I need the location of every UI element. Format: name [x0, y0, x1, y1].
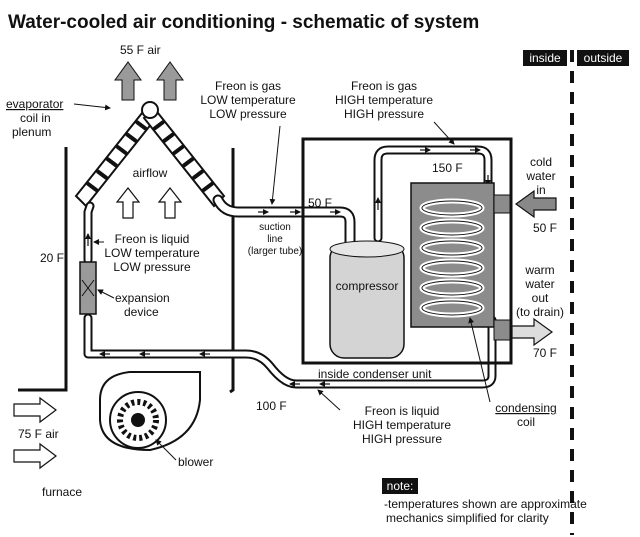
airflow-label: airflow: [133, 166, 168, 180]
cold-water-label: cold water in: [525, 155, 555, 197]
blower-label: blower: [178, 455, 213, 469]
evaporator-coil: [74, 101, 226, 208]
condenser-coil-outline: [421, 280, 483, 296]
note-heading: note:: [387, 479, 414, 493]
evaporator-fin: [192, 169, 204, 180]
svg-text:Freon is liquid: Freon is liquid: [115, 232, 190, 246]
svg-text:expansion: expansion: [115, 291, 170, 305]
intake-air-temp: 75 F air: [18, 427, 59, 441]
temp-100f: 100 F: [256, 399, 287, 413]
svg-text:in: in: [536, 183, 545, 197]
gas-low-label: Freon is gas LOW temperature LOW pressur…: [200, 79, 296, 121]
note-box: note: -temperatures shown are approximat…: [382, 478, 587, 525]
temp-20f: 20 F: [40, 251, 64, 265]
warm-water-label: warm water out (to drain): [516, 263, 564, 319]
svg-text:water: water: [525, 169, 555, 183]
evaporator-fin: [201, 181, 214, 192]
water-arrows: [511, 189, 557, 347]
temp-50f-line: 50 F: [308, 196, 332, 210]
expansion-device: [79, 261, 97, 315]
evaporator-fin: [182, 157, 195, 168]
condenser-unit-housing: [301, 137, 513, 365]
airflow-arrows: [115, 187, 183, 219]
note-line-1: -temperatures shown are approximate: [384, 497, 587, 511]
svg-text:HIGH temperature: HIGH temperature: [335, 93, 433, 107]
condenser-coil-outline: [421, 300, 483, 316]
svg-text:condensing: condensing: [495, 401, 556, 415]
inside-outside-marker: inside outside: [523, 50, 629, 535]
evaporator-fin: [172, 144, 185, 155]
svg-text:warm: warm: [524, 263, 554, 277]
condenser-coil-outline: [421, 240, 483, 256]
compressor: compressor: [329, 240, 405, 359]
gas-high-label: Freon is gas HIGH temperature HIGH press…: [335, 79, 433, 121]
evaporator-fin: [152, 120, 165, 131]
condenser-coil-outline: [421, 200, 483, 216]
svg-text:LOW temperature: LOW temperature: [104, 246, 200, 260]
svg-text:line: line: [267, 234, 283, 245]
cool-air-arrows: [114, 61, 184, 101]
svg-text:water: water: [524, 277, 554, 291]
expansion-label: expansion device: [115, 291, 170, 319]
temp-50f-water: 50 F: [533, 221, 557, 235]
condenser-coil-outline: [421, 220, 483, 236]
evaporator-fin: [105, 157, 118, 168]
svg-text:(to drain): (to drain): [516, 305, 564, 319]
svg-text:LOW temperature: LOW temperature: [200, 93, 296, 107]
svg-text:HIGH pressure: HIGH pressure: [344, 107, 424, 121]
svg-text:HIGH pressure: HIGH pressure: [362, 432, 442, 446]
evaporator-fin: [162, 132, 175, 143]
liquid-high-label: Freon is liquid HIGH temperature HIGH pr…: [353, 404, 451, 446]
blower: [99, 371, 201, 452]
condensing-coil-label: condensing coil: [495, 401, 556, 429]
svg-text:out: out: [532, 291, 549, 305]
plenum-walls: [18, 147, 235, 394]
inside-badge: inside: [529, 51, 561, 65]
svg-text:(larger tube): (larger tube): [248, 246, 302, 257]
condenser-unit-label: inside condenser unit: [318, 367, 432, 381]
furnace-label: furnace: [42, 485, 82, 499]
evaporator-label-3: plenum: [12, 125, 51, 139]
flow-arrows: [85, 147, 491, 387]
svg-text:HIGH temperature: HIGH temperature: [353, 418, 451, 432]
evaporator-fin: [96, 169, 108, 180]
svg-text:device: device: [124, 305, 159, 319]
condenser-water-tank: [410, 182, 511, 341]
note-line-2: mechanics simplified for clarity: [386, 511, 549, 525]
svg-text:Freon is gas: Freon is gas: [351, 79, 417, 93]
temp-70f: 70 F: [533, 346, 557, 360]
evaporator-fin: [115, 144, 128, 155]
suction-line-label: suction line (larger tube): [248, 222, 302, 257]
compressor-label: compressor: [336, 279, 399, 293]
svg-text:suction: suction: [259, 222, 291, 233]
evaporator-label: evaporator: [6, 97, 63, 111]
svg-text:coil: coil: [517, 415, 535, 429]
svg-text:LOW pressure: LOW pressure: [113, 260, 191, 274]
outside-badge: outside: [584, 51, 623, 65]
svg-text:LOW pressure: LOW pressure: [209, 107, 287, 121]
diagram-title: Water-cooled air conditioning - schemati…: [8, 12, 479, 33]
svg-text:Freon is gas: Freon is gas: [215, 79, 281, 93]
output-air-temp: 55 F air: [120, 43, 161, 57]
temp-150f: 150 F: [432, 161, 463, 175]
evaporator-fin: [86, 181, 99, 192]
evaporator-label-2: coil in: [20, 111, 51, 125]
svg-text:cold: cold: [530, 155, 552, 169]
intake-air-arrows: [13, 396, 57, 470]
liquid-low-label: Freon is liquid LOW temperature LOW pres…: [104, 232, 200, 274]
condenser-coil-outline: [421, 260, 483, 276]
evaporator-fin: [125, 132, 138, 143]
svg-text:Freon is liquid: Freon is liquid: [365, 404, 440, 418]
evaporator-fin: [135, 120, 148, 131]
